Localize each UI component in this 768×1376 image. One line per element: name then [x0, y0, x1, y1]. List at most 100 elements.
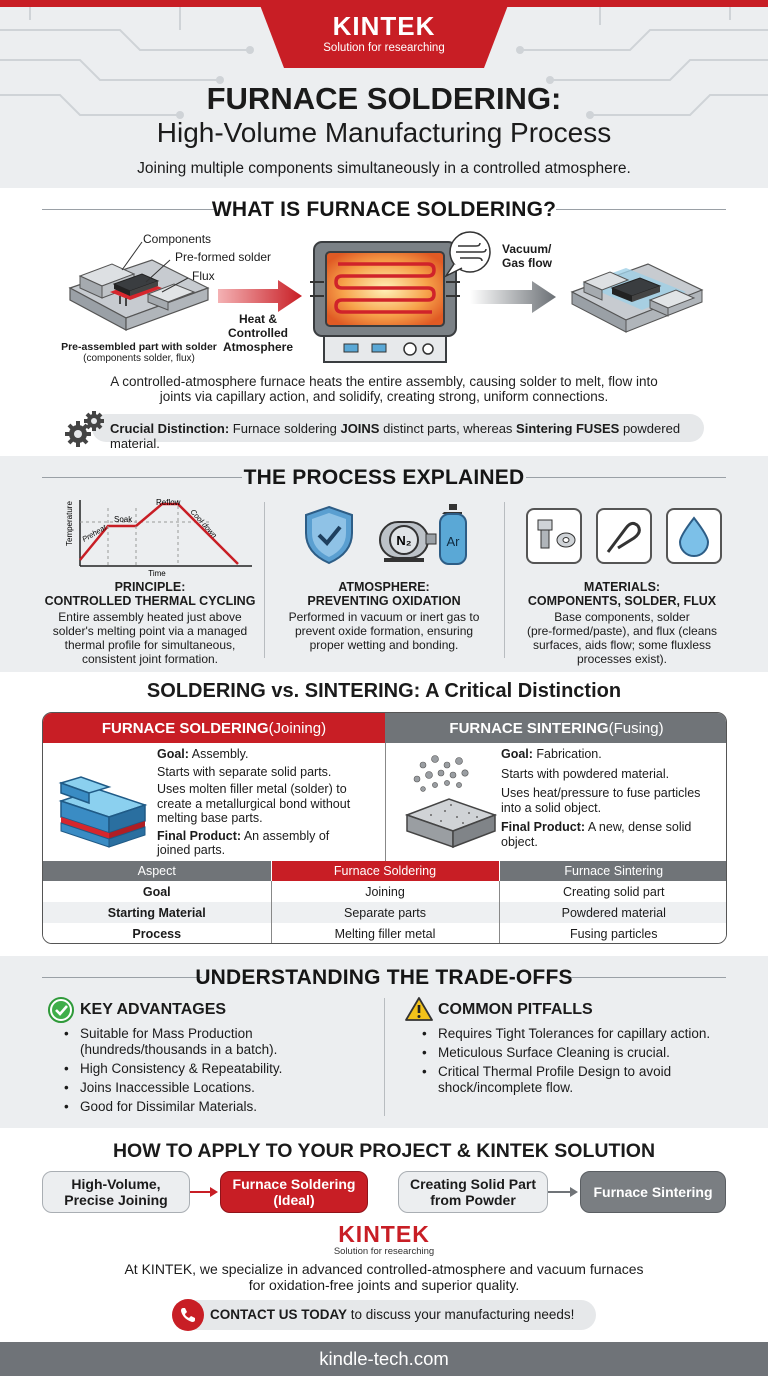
list-item: •Joins Inaccessible Locations.	[64, 1080, 255, 1095]
cta-rest: to discuss your manufacturing needs!	[347, 1307, 575, 1322]
check-circle-icon	[48, 997, 74, 1023]
principle-body: Entire assembly heated just above solder…	[44, 610, 256, 666]
label-flux: Flux	[192, 269, 215, 283]
advantage-text: Joins Inaccessible Locations.	[80, 1080, 255, 1095]
divider	[42, 209, 214, 210]
divider	[42, 477, 242, 478]
footer-brand-name: KINTEK	[338, 1221, 430, 1247]
soldering-goal: Goal: Assembly.	[157, 747, 381, 762]
phone-icon	[172, 1299, 204, 1331]
distinction-b1: JOINS	[340, 421, 380, 436]
tradeoffs-divider	[384, 998, 385, 1116]
part-caption-title: Pre-assembled part with solder	[61, 341, 217, 353]
arrow-label-2: Controlled	[228, 326, 288, 340]
atmosphere-body-line: Performed in vacuum or inert gas to	[288, 610, 480, 624]
atmosphere-body-line: prevent oxide formation, ensuring	[294, 624, 474, 638]
materials-body: Base components, solder (pre-formed/past…	[512, 610, 732, 666]
table-cell: Separate parts	[271, 902, 500, 923]
column-divider	[504, 502, 505, 658]
pitfall-text: Meticulous Surface Cleaning is crucial.	[438, 1045, 670, 1060]
sintering-details: Goal: Fabrication. Starts with powdered …	[501, 747, 723, 849]
table-row: Process Melting filler metal Fusing part…	[43, 923, 726, 943]
soldering-header-rest: (Joining)	[268, 719, 327, 737]
shield-check-icon	[305, 505, 353, 565]
gas-flow-label: Vacuum/ Gas flow	[502, 242, 552, 270]
sintering-goal-label: Goal:	[501, 747, 533, 761]
principle-title-2: CONTROLLED THERMAL CYCLING	[44, 594, 256, 608]
list-item: •Requires Tight Tolerances for capillary…	[422, 1026, 711, 1041]
divider	[42, 977, 202, 978]
soldering-header-bold: FURNACE SOLDERING	[101, 719, 269, 737]
materials-body-line: Base components, solder	[554, 610, 690, 624]
divider	[526, 477, 726, 478]
comparison-table: Aspect Furnace Soldering Furnace Sinteri…	[43, 861, 726, 943]
graph-xlabel: Time	[148, 569, 166, 578]
divider	[556, 209, 726, 210]
principle-title-1: PRINCIPLE:	[114, 580, 186, 594]
furnace-description: A controlled-atmosphere furnace heats th…	[0, 374, 768, 404]
furnace-description-2: joints via capillary action, and solidif…	[159, 389, 609, 404]
contact-cta-button[interactable]	[172, 1300, 596, 1330]
process-band	[0, 456, 768, 672]
finished-part-illustration	[570, 263, 704, 333]
label-components: Components	[143, 232, 212, 246]
principle-body-line: thermal profile for simultaneous,	[64, 638, 236, 652]
gas-n2-label: N₂	[396, 533, 411, 548]
solder-wire-icon	[596, 508, 652, 564]
sintering-header-bold: FURNACE SINTERING	[449, 719, 609, 737]
about-line-2: for oxidation-free joints and superior q…	[248, 1277, 520, 1293]
soldering-header: FURNACE SOLDERING (Joining)	[43, 713, 385, 743]
sintering-final: Final Product: A new, dense solid object…	[501, 820, 723, 849]
part-caption: Pre-assembled part with solder (componen…	[44, 341, 234, 364]
gas-flow-label-2: Gas flow	[502, 256, 553, 270]
result-furnace-soldering[interactable]: Furnace Soldering(Ideal)	[220, 1171, 368, 1213]
arrow-right-red	[190, 1187, 218, 1197]
subtitle: Joining multiple components simultaneous…	[137, 160, 631, 177]
section-heading-apply: HOW TO APPLY TO YOUR PROJECT & KINTEK SO…	[112, 1140, 656, 1162]
brand-tagline: Solution for researching	[323, 42, 445, 54]
list-item: •Suitable for Mass Production(hundreds/t…	[64, 1026, 278, 1057]
sintering-final-value-a: A new, dense solid	[585, 820, 692, 834]
arrow-right-grey	[548, 1187, 578, 1197]
graph-phase-reflow: Reflow	[156, 498, 181, 507]
need-1-line: Precise Joining	[64, 1192, 168, 1208]
sintering-header: FURNACE SINTERING (Fusing)	[385, 713, 726, 743]
sintering-goal: Goal: Fabrication.	[501, 747, 723, 762]
website-url[interactable]: kindle-tech.com	[319, 1348, 449, 1369]
materials-body-line: processes exist).	[576, 652, 668, 666]
result-furnace-sintering[interactable]: Furnace Sintering	[580, 1171, 726, 1213]
section-heading-tradeoffs: UNDERSTANDING THE TRADE-OFFS	[195, 966, 573, 989]
need-high-volume: High-Volume,Precise Joining	[42, 1171, 190, 1213]
bolt-icon	[526, 508, 582, 564]
table-cell: Fusing particles	[569, 926, 658, 941]
about-text: At KINTEK, we specialize in advanced con…	[0, 1261, 768, 1293]
part-caption-sub: (components solder, flux)	[83, 353, 195, 364]
joined-blocks-illustration	[58, 776, 148, 848]
table-header-soldering: Furnace Soldering	[271, 861, 500, 881]
soldering-final-value-b: joined parts.	[157, 843, 226, 857]
distinction-b2: Sintering FUSES	[516, 421, 620, 436]
principle-column: PRINCIPLE: CONTROLLED THERMAL CYCLING En…	[44, 580, 256, 666]
pitfalls-title: COMMON PITFALLS	[438, 1001, 593, 1018]
grey-arrow-right	[470, 281, 556, 313]
materials-body-line: (pre-formed/paste), and flux (cleans	[526, 624, 718, 638]
furnace-illustration	[310, 241, 460, 363]
gas-flow-bubble	[443, 231, 491, 278]
distinction-text: Crucial Distinction: Furnace soldering J…	[110, 421, 710, 451]
flux-drop-icon	[666, 508, 722, 564]
warning-icon	[405, 997, 433, 1021]
materials-title-2: COMPONENTS, SOLDER, FLUX	[527, 594, 717, 608]
preassembled-part-illustration	[68, 241, 210, 332]
distinction-t2: distinct parts, whereas	[379, 421, 517, 436]
section-heading-what-is: WHAT IS FURNACE SOLDERING?	[211, 198, 557, 221]
atmosphere-title-1: ATMOSPHERE:	[338, 580, 430, 594]
result-1-line: Furnace Soldering	[232, 1176, 356, 1192]
advantage-text: Suitable for Mass Production	[80, 1026, 253, 1041]
argon-cylinder-icon: Ar	[439, 504, 467, 565]
red-arrow-right	[218, 280, 302, 312]
about-line-1: At KINTEK, we specialize in advanced con…	[124, 1261, 644, 1277]
comparison-card: FURNACE SOLDERING (Joining) FURNACE SINT…	[42, 712, 727, 944]
table-header-aspect: Aspect	[43, 861, 272, 881]
atmosphere-body: Performed in vacuum or inert gas to prev…	[272, 610, 496, 652]
table-cell: Joining	[271, 881, 500, 902]
